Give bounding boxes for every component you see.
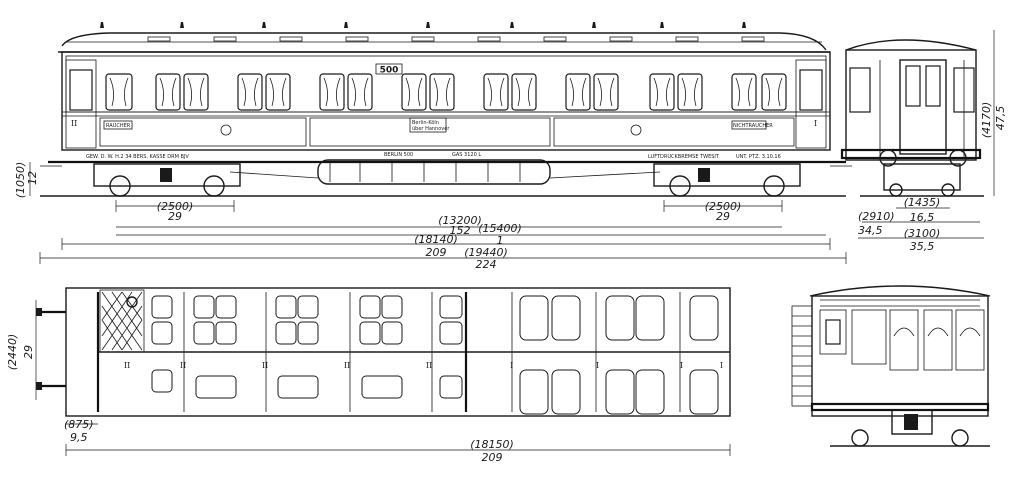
bogie-right: [653, 163, 801, 197]
dim-plan-end-mm: (875): [64, 418, 94, 431]
comp-label-5: II: [124, 361, 130, 370]
plan-view: II II II II II I I I I: [36, 287, 731, 417]
lettering-right-2: UNT. PTZ. 3.10.16: [736, 154, 781, 160]
comp-label-6: I: [510, 361, 513, 370]
dim-end1-in: 34,5: [858, 224, 883, 237]
comp-label-7: I: [596, 361, 599, 370]
window-curtains: [109, 77, 783, 107]
dim-overall-mm: (19440): [464, 246, 508, 259]
dim-frame-mm: (18140): [414, 233, 458, 246]
side-elevation: 500: [40, 22, 852, 197]
comp-label-4: II: [426, 361, 432, 370]
dim-overall-in: 224: [476, 258, 497, 271]
cross-section: [791, 285, 991, 447]
gas-cylinder: [317, 159, 551, 185]
dim-frame-in: 209: [426, 246, 447, 259]
comp-label-2: II: [262, 361, 268, 370]
comp-label-9: I: [720, 361, 723, 370]
dim-plan-end-in: 9,5: [70, 431, 88, 444]
car-number: 500: [380, 66, 399, 76]
lettering-center-1: BERLIN 500: [384, 152, 413, 158]
dim-plan-length-mm: (18150): [470, 438, 514, 451]
dim-height-mm: (4170): [980, 102, 993, 139]
crest-left: [220, 124, 232, 136]
dim-height-in: 47,5: [994, 106, 1007, 131]
dim-plan-width-mm: (2440): [6, 334, 19, 371]
lettering-center-2: GAS 3120 L: [452, 152, 481, 158]
dim-bogie-left-mm: (2500): [157, 200, 194, 213]
dim-pivot-mm: (13200): [438, 214, 482, 227]
dim-bogie-right-mm: (2500): [705, 200, 742, 213]
dim-plan-width-in: 29: [22, 345, 35, 359]
dim-bogie-left-in: 29: [168, 210, 182, 223]
dim-gauge-mm: (1435): [904, 196, 941, 209]
board-right: NICHTRAUCHER: [733, 123, 773, 129]
roof-vents: [100, 22, 746, 28]
end-dimensions: (1435) 16,5 (2910) 34,5 (3100) 35,5 (417…: [858, 30, 1007, 253]
board-center-line2: über Hannover: [412, 126, 450, 132]
dim-end1-mm: (2910): [858, 210, 895, 223]
side-dimensions: (2500) 29 (2500) 29 (13200) 152 (15400) …: [14, 162, 847, 271]
dim-buffer-in: 12: [26, 171, 39, 185]
dim-end2-in: 35,5: [910, 240, 935, 253]
lettering-left: GEW. D. W. H.2 34 BERS. KASSE DRM BJV: [86, 154, 189, 160]
dim-body-mm: (15400): [478, 222, 522, 235]
bogie-left: [93, 163, 241, 197]
crest-right: [630, 124, 642, 136]
dim-bogie-right-in: 29: [716, 210, 730, 223]
roof-lanterns: [147, 36, 765, 42]
dim-end2-mm: (3100): [904, 227, 941, 240]
plan-dimensions: (2440) 29 (875) 9,5 (18150) 209: [6, 300, 731, 464]
plan-seats: [151, 295, 719, 415]
board-center-line1: Berlin-Köln: [412, 120, 439, 126]
dim-buffer-mm: (1050): [14, 162, 27, 199]
compartment-labels: II II II II II I I I I: [124, 361, 723, 370]
dim-gauge-in: 16,5: [910, 211, 935, 224]
end-elevation: [840, 39, 984, 197]
class-label-left: II: [71, 119, 77, 128]
class-label-right: I: [814, 119, 817, 128]
comp-label-3: II: [344, 361, 350, 370]
lavatory: [99, 289, 145, 353]
comp-label-1: II: [180, 361, 186, 370]
dim-plan-length-in: 209: [482, 451, 503, 464]
comp-label-8: I: [680, 361, 683, 370]
board-left: RAUCHER: [106, 123, 131, 129]
dim-body-in: 1: [497, 234, 504, 247]
lettering-right-1: LUFTDRUCKBREMSE TWESIT: [648, 154, 720, 160]
dim-pivot-in: 152: [450, 224, 471, 237]
